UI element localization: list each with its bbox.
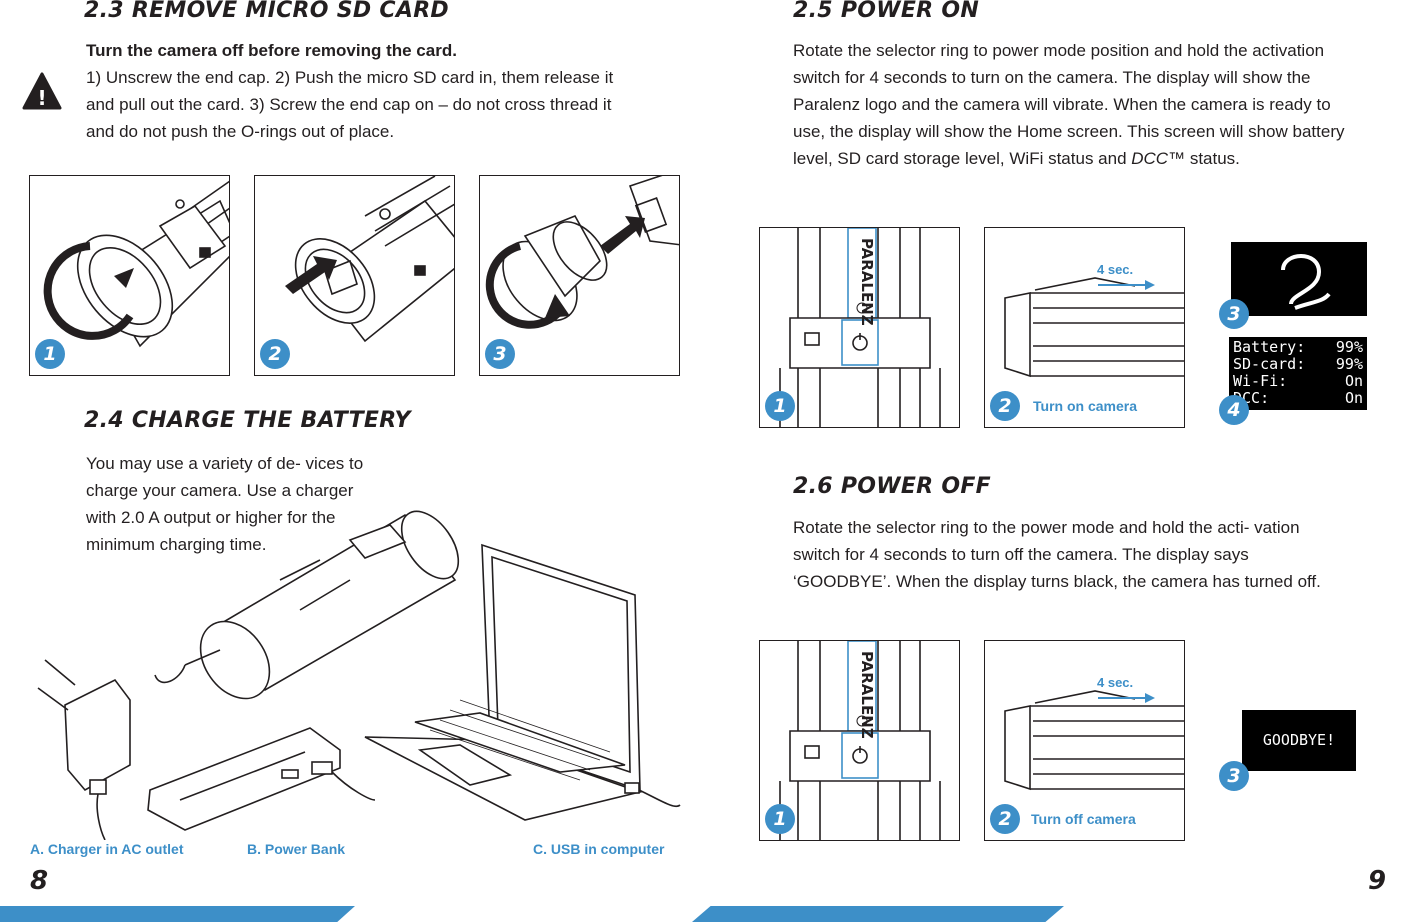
warning-glyph: !	[37, 86, 46, 110]
power-off-step-1-figure: PARALENZ 1	[759, 640, 960, 841]
turn-off-caption: Turn off camera	[1031, 811, 1136, 827]
brand-text: PARALENZ	[858, 238, 876, 326]
warning-triangle-icon: !	[22, 72, 62, 110]
hold-duration-label: 4 sec.	[1097, 675, 1133, 690]
charging-devices-illustration	[37, 510, 681, 840]
rotate-arrow-icon	[485, 242, 564, 329]
caption-charger-ac: A. Charger in AC outlet	[30, 841, 184, 857]
step-badge-3: 3	[485, 339, 515, 369]
page-number-left: 8	[30, 866, 49, 896]
power-on-instructions: Rotate the selector ring to power mode p…	[793, 41, 1345, 168]
home-status-screen: Battery:99% SD-card:99% Wi-Fi:On DCC:On	[1229, 337, 1367, 410]
step-2-push-card-figure: 2	[254, 175, 455, 376]
footer-bar-left	[0, 906, 355, 922]
turn-on-caption: Turn on camera	[1033, 398, 1137, 414]
camera-open-illustration	[285, 176, 454, 343]
rotate-arrow-icon	[43, 242, 134, 340]
power-on-badge-1: 1	[765, 391, 795, 421]
camera-top-view-illustration: PARALENZ	[779, 228, 941, 427]
camera-top-view-illustration: PARALENZ	[779, 641, 941, 840]
warning-line: Turn the camera off before removing the …	[86, 41, 457, 60]
power-off-badge-2: 2	[990, 804, 1020, 834]
step-3-screw-cap-figure: 3	[479, 175, 680, 376]
camera-icon	[804, 332, 820, 346]
camera-side-view-illustration: 4 sec.	[1004, 262, 1184, 378]
step-1-unscrew-figure: 1	[29, 175, 230, 376]
push-arrow-icon	[600, 216, 645, 254]
status-row-dcc: DCC:On	[1233, 389, 1363, 407]
paralenz-logo-icon	[856, 715, 868, 727]
power-on-badge-4: 4	[1219, 395, 1249, 425]
brand-text: PARALENZ	[858, 651, 876, 739]
power-off-instructions: Rotate the selector ring to the power mo…	[793, 518, 1321, 591]
caption-power-bank: B. Power Bank	[247, 841, 346, 857]
power-off-step-2-figure: 4 sec. 2 Turn off camera	[984, 640, 1185, 841]
section-heading-power-on: 2.5 POWER ON	[793, 0, 980, 23]
power-on-step-1-figure: PARALENZ 1	[759, 227, 960, 428]
push-arrow-icon	[285, 256, 337, 294]
camera-icon	[804, 745, 820, 759]
section-heading-power-off: 2.6 POWER OFF	[793, 474, 992, 499]
power-on-badge-2: 2	[990, 391, 1020, 421]
status-row-battery: Battery:99%	[1233, 338, 1363, 356]
remove-sd-instructions: 1) Unscrew the end cap. 2) Push the micr…	[86, 68, 614, 141]
power-off-badge-1: 1	[765, 804, 795, 834]
camera-side-view-illustration: 4 sec.	[1004, 675, 1184, 791]
hold-duration-label: 4 sec.	[1097, 262, 1133, 277]
status-row-sdcard: SD-card:99%	[1233, 355, 1363, 373]
power-off-badge-3: 3	[1219, 761, 1249, 791]
caption-usb-computer: C. USB in computer	[533, 841, 665, 857]
section-heading-remove-sd: 2.3 REMOVE MICRO SD CARD	[84, 0, 449, 23]
step-badge-1: 1	[35, 339, 65, 369]
power-on-badge-3: 3	[1219, 299, 1249, 329]
power-on-step-2-figure: 4 sec. 2 Turn on camera	[984, 227, 1185, 428]
step-badge-2: 2	[260, 339, 290, 369]
endcap-closing-illustration	[485, 176, 679, 329]
charge-instructions: You may use a variety of de- vices to ch…	[86, 454, 364, 554]
paralenz-logo-icon	[1281, 254, 1331, 310]
section-heading-charge: 2.4 CHARGE THE BATTERY	[84, 408, 411, 433]
goodbye-screen: GOODBYE!	[1242, 710, 1356, 771]
status-row-wifi: Wi-Fi:On	[1233, 372, 1363, 390]
paralenz-logo-icon	[856, 302, 868, 314]
camera-endcap-illustration	[43, 180, 229, 348]
footer-bar-right	[692, 906, 1064, 922]
page-number-right: 9	[1368, 866, 1387, 896]
paralenz-logo-screen	[1231, 242, 1367, 316]
